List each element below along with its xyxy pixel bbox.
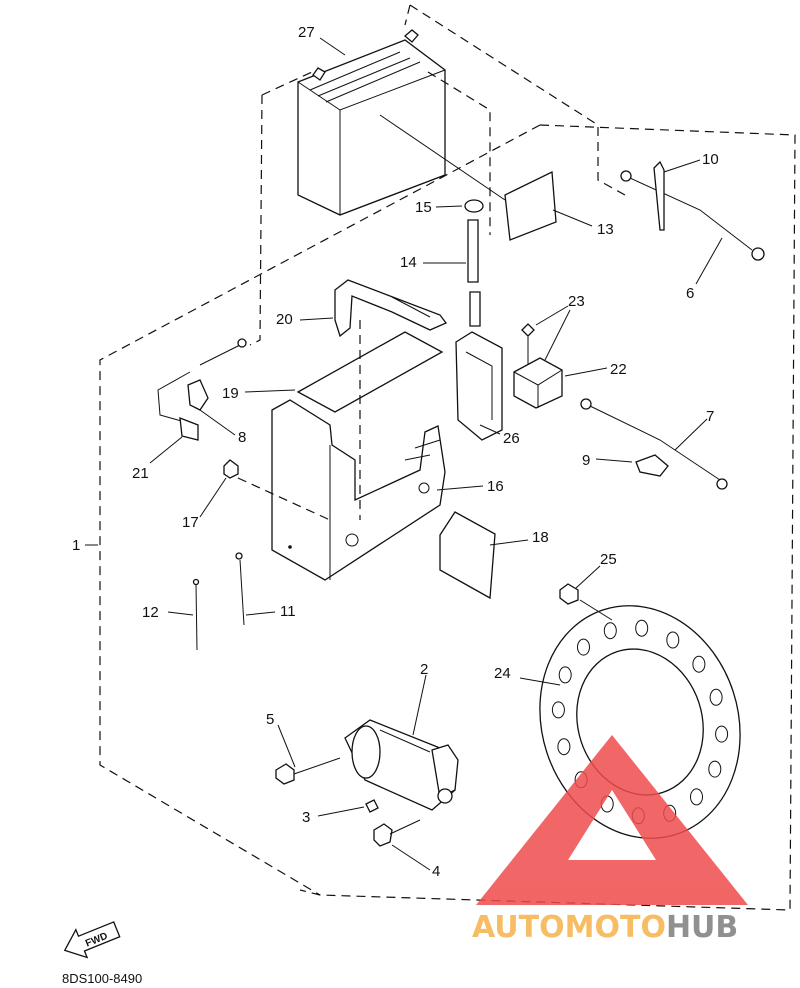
callout-19: 19 (222, 385, 239, 402)
callout-13: 13 (597, 221, 614, 238)
callout-27: 27 (298, 24, 315, 41)
callout-4: 4 (432, 863, 440, 880)
assembly-boundary (99, 4, 796, 911)
callout-23: 23 (568, 293, 585, 310)
callout-numbers: 27 13 15 14 20 23 22 10 6 7 9 26 16 18 1… (72, 24, 719, 880)
callout-17: 17 (182, 514, 199, 531)
relay-cover (455, 331, 503, 441)
callout-25: 25 (600, 551, 617, 568)
callout-24: 24 (494, 665, 511, 682)
gear-hole (603, 622, 617, 640)
gear-hole (692, 655, 706, 673)
callout-11: 11 (280, 603, 296, 620)
watermark-text-hub: HUB (666, 910, 738, 945)
callout-22: 22 (610, 361, 627, 378)
callout-7: 7 (706, 408, 714, 425)
negative-lead (157, 338, 247, 441)
gear-hole (666, 631, 680, 649)
gear-hole (635, 619, 649, 637)
callout-18: 18 (532, 529, 549, 546)
callout-12: 12 (142, 604, 159, 621)
box-cover (439, 511, 496, 600)
callout-8: 8 (238, 429, 246, 446)
pins (192, 552, 245, 651)
gear-hole (709, 688, 723, 706)
callout-6: 6 (686, 285, 694, 302)
battery-box (271, 320, 446, 581)
battery-band (334, 279, 448, 338)
watermark-triangle (476, 735, 748, 905)
battery-cable-6 (620, 160, 765, 261)
starter-motor (275, 719, 459, 847)
gear-hole (690, 788, 703, 806)
callout-14: 14 (400, 254, 417, 271)
battery (297, 29, 491, 235)
callout-10: 10 (702, 151, 719, 168)
callout-3: 3 (302, 809, 310, 826)
battery-pad (504, 170, 557, 241)
battery-cable-7 (580, 398, 728, 490)
callout-26: 26 (503, 430, 520, 447)
starter-relay (513, 309, 571, 409)
gear-hole (551, 701, 565, 719)
callout-21: 21 (132, 465, 149, 482)
vent-tube (464, 199, 484, 327)
gear-hole (708, 760, 722, 778)
callout-2: 2 (420, 661, 428, 678)
diagram-code: 8DS100-8490 (62, 971, 142, 986)
callout-20: 20 (276, 311, 293, 328)
gear-hole (577, 638, 590, 656)
callout-5: 5 (266, 711, 274, 728)
gear-hole (557, 738, 571, 756)
svg-text:AUTOMOTOHUB: AUTOMOTOHUB (472, 910, 738, 945)
callout-9: 9 (582, 452, 590, 469)
fwd-arrow: FWD (63, 921, 121, 959)
callout-1: 1 (72, 537, 80, 554)
gear-hole (715, 725, 729, 743)
box-bolt (223, 459, 331, 521)
leader-lines (85, 37, 723, 871)
gear-hole (558, 666, 572, 684)
watermark-text-automoto: AUTOMOTO (472, 910, 666, 945)
watermark: AUTOMOTOHUB (472, 735, 748, 945)
battery-sheet (296, 331, 444, 413)
callout-15: 15 (415, 199, 432, 216)
callout-16: 16 (487, 478, 504, 495)
